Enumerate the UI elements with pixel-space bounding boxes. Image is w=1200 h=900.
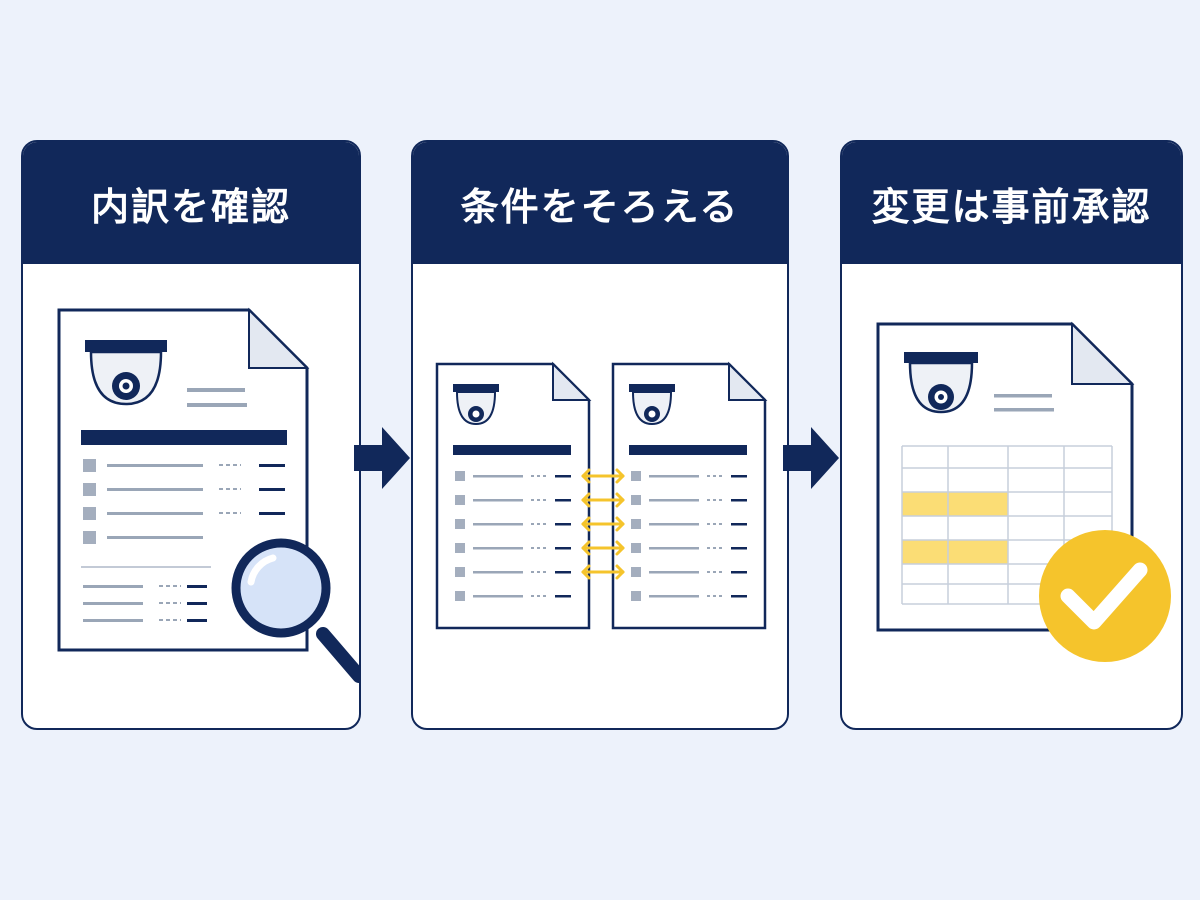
security-camera-icon xyxy=(904,352,978,414)
step-1-illustration xyxy=(57,307,359,683)
step-3-title: 変更は事前承認 xyxy=(842,142,1181,264)
right-arrow-icon xyxy=(783,427,839,489)
step-3-illustration xyxy=(876,321,1171,662)
right-arrow-icon xyxy=(354,427,410,489)
step-1-title: 内訳を確認 xyxy=(23,142,359,264)
security-camera-icon xyxy=(453,384,675,426)
step-1-panel: 内訳を確認 xyxy=(21,140,361,730)
step-3-panel: 変更は事前承認 xyxy=(840,140,1183,730)
checkmark-icon xyxy=(1039,530,1171,662)
magnifying-glass-icon xyxy=(231,538,359,683)
document-icon xyxy=(435,361,768,630)
spreadsheet-icon xyxy=(901,445,1113,605)
step-2-panel: 条件をそろえる xyxy=(411,140,789,730)
step-2-title: 条件をそろえる xyxy=(413,142,787,264)
double-arrow-icon xyxy=(581,468,625,580)
step-2-illustration xyxy=(435,361,768,630)
security-camera-icon xyxy=(85,340,167,406)
